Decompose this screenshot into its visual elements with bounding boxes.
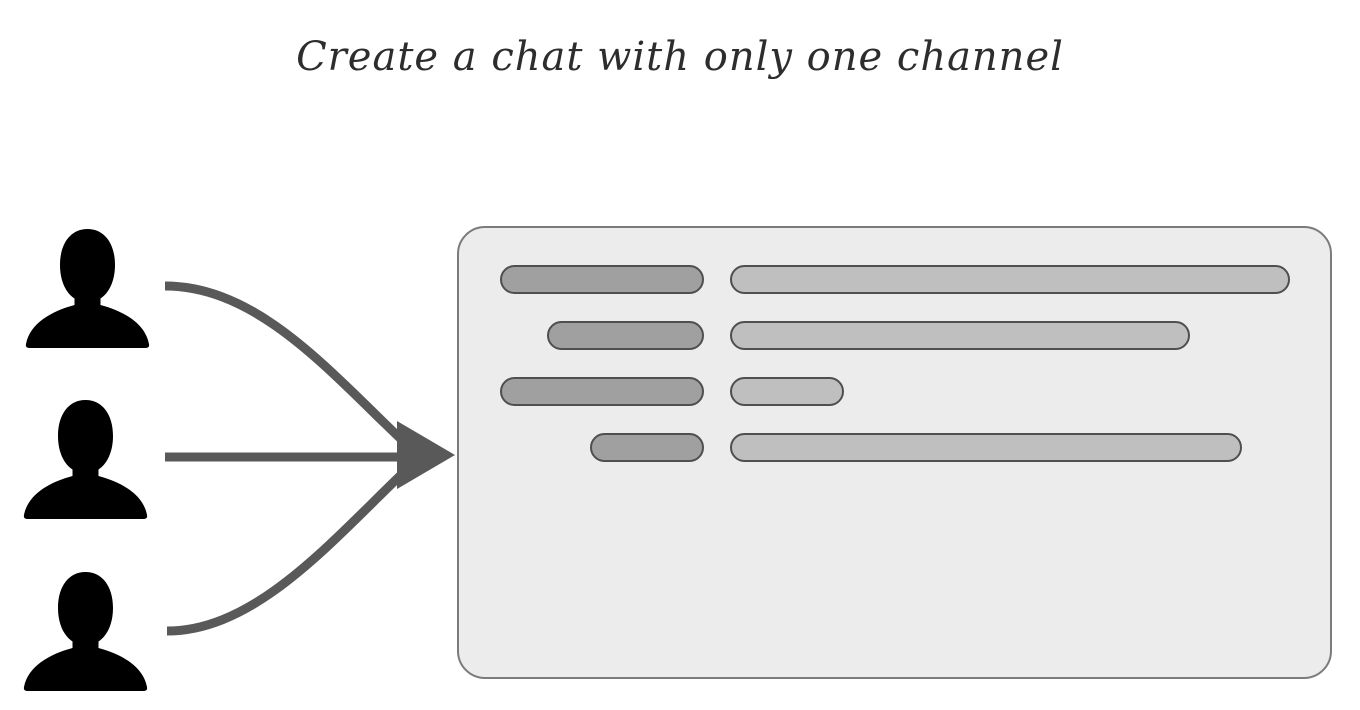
arrowhead-icon: [397, 421, 455, 489]
chat-panel: [457, 226, 1332, 679]
users-group: [23, 229, 150, 691]
page-title: Create a chat with only one channel: [296, 34, 1064, 80]
message-pill: [730, 321, 1190, 350]
sender-pill: [500, 265, 704, 294]
message-pill: [730, 433, 1242, 462]
arrow-from-user-3: [166, 469, 407, 636]
sender-pill: [500, 377, 704, 406]
person-icon-user-1: [25, 229, 150, 348]
person-icon-user-3: [23, 572, 148, 691]
message-pill: [730, 377, 844, 406]
message-pill: [730, 265, 1290, 294]
sender-pill: [590, 433, 704, 462]
person-icon-user-2: [23, 400, 148, 519]
sender-pill: [547, 321, 704, 350]
arrow-from-user-1: [164, 281, 407, 445]
